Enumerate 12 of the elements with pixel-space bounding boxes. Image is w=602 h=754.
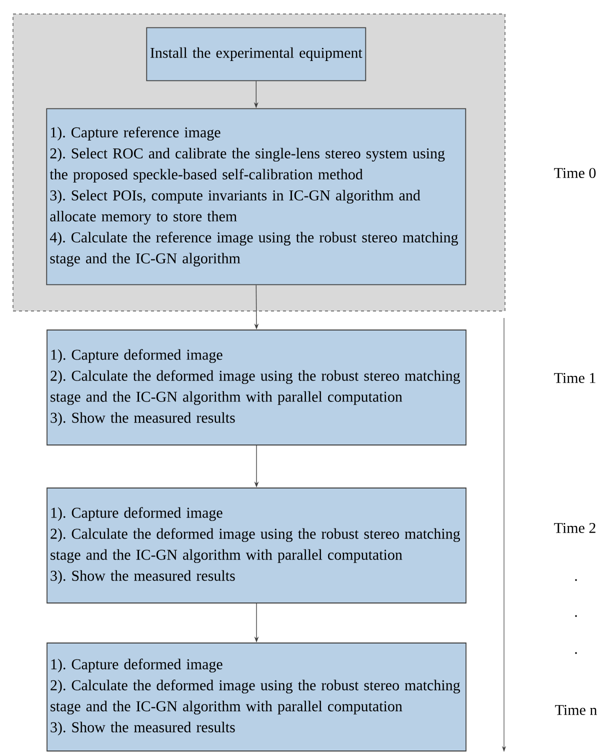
time-label: Time 1 (554, 372, 596, 384)
process-box: 1). Capture deformed image 2). Calculate the deformed image using the robust stereo matching stage and the IC-GN algorithm with parallel computation 3). Show the measured results (46, 330, 466, 446)
process-box: Install the experimental equipment (146, 27, 366, 82)
ellipsis-dot: . (575, 615, 577, 617)
time-label: Time 0 (554, 168, 596, 178)
time-label: Time 2 (554, 522, 596, 534)
ellipsis-dot: . (575, 579, 577, 581)
process-box: 1). Capture deformed image 2). Calculate the deformed image using the robust stereo matching stage and the IC-GN algorithm with parallel computation 3). Show the measured results (46, 488, 466, 604)
ellipsis-dot: . (575, 652, 577, 654)
process-box: 1). Capture reference image 2). Select ROC and calibrate the single-lens stereo system using the proposed speckle-based self-calibration method 3). Select POIs, compute invariants in IC-GN algorithm and allocate memory to store them 4). Calculate the reference image using the robust stereo matching stage and the IC-GN algorithm (46, 108, 466, 286)
time-label: Time n (555, 704, 597, 716)
process-box: 1). Capture deformed image 2). Calculate the deformed image using the robust stereo matching stage and the IC-GN algorithm with parallel computation 3). Show the measured results (46, 642, 466, 752)
